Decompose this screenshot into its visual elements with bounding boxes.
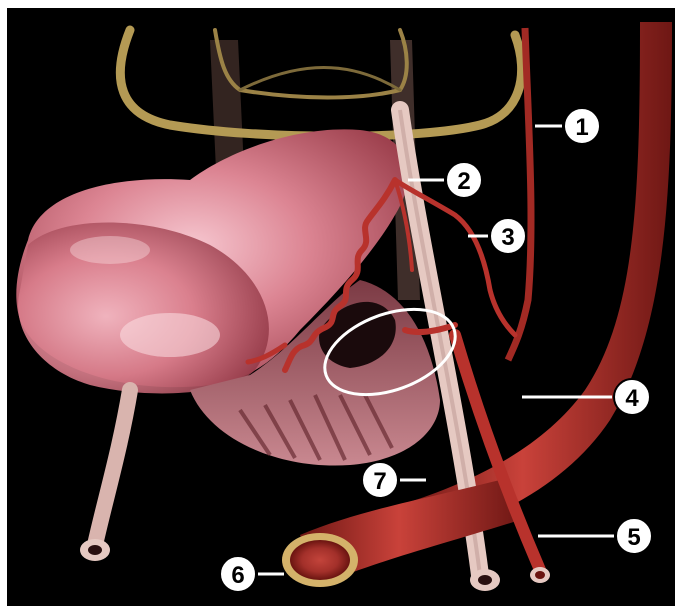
callout-3: 3: [490, 218, 526, 254]
callout-2-label: 2: [457, 168, 470, 195]
callout-4: 4: [614, 379, 650, 415]
callout-1-label: 1: [575, 114, 588, 141]
callout-4-label: 4: [625, 385, 639, 412]
callout-1: 1: [564, 108, 600, 144]
callout-5: 5: [616, 518, 652, 554]
callout-2: 2: [446, 162, 482, 198]
callout-6: 6: [220, 556, 256, 592]
callout-5-label: 5: [627, 524, 640, 551]
callout-7: 7: [362, 462, 398, 498]
callout-7-label: 7: [373, 468, 386, 495]
callout-3-label: 3: [501, 224, 514, 251]
callout-6-label: 6: [231, 562, 244, 589]
